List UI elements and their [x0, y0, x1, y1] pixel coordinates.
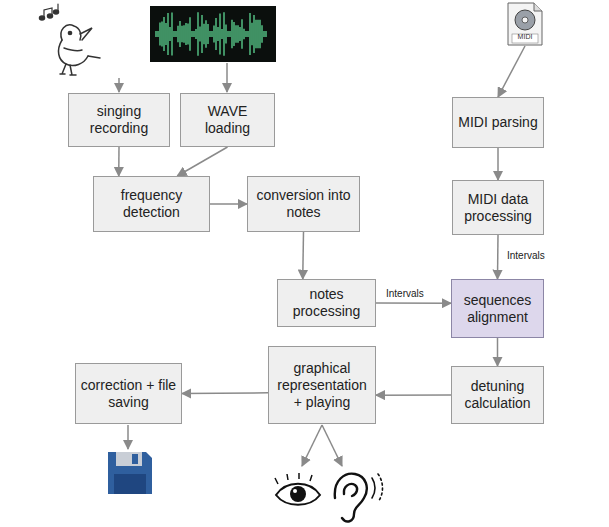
flow-arrow — [376, 302, 451, 304]
icon-arrow — [322, 425, 342, 466]
icon-arrow — [118, 78, 120, 92]
singing-bird — [40, 4, 101, 75]
flow-arrow — [210, 203, 247, 205]
box-label: MIDI parsing — [458, 114, 537, 131]
flow-arrow — [182, 392, 268, 394]
floppy-disk-icon — [108, 452, 152, 494]
file-label: MIDI — [518, 33, 533, 41]
ear-icon — [335, 474, 383, 522]
flow-arrow — [498, 46, 525, 97]
process-box: correction + file saving — [75, 363, 182, 424]
process-box: MIDI parsing — [452, 97, 544, 148]
flow-arrow — [497, 148, 499, 180]
box-label: correction + file saving — [80, 377, 177, 411]
process-box: frequency detection — [93, 176, 210, 232]
midi-file-icon: MIDI — [506, 2, 544, 46]
box-label: MIDI data processing — [457, 191, 539, 225]
box-label: detuning calculation — [456, 378, 539, 412]
edge-label: Intervals — [384, 288, 426, 300]
waveform-image — [150, 6, 276, 62]
flow-arrow — [497, 235, 499, 279]
flow-arrow — [302, 232, 304, 279]
box-label: graphical representation + playing — [273, 360, 371, 411]
process-box: WAVE loading — [180, 93, 275, 147]
box-label: sequences alignment — [456, 292, 539, 326]
process-box: notes processing — [277, 279, 376, 327]
flow-arrow — [376, 394, 451, 396]
edge-label: Intervals — [505, 250, 547, 262]
eye-icon — [275, 473, 320, 505]
flow-arrow — [177, 147, 227, 176]
icon-arrow — [127, 425, 129, 449]
box-label: frequency detection — [98, 187, 205, 221]
process-box: sequences alignment — [451, 279, 544, 338]
process-box: conversion into notes — [247, 176, 360, 232]
process-box: singing recording — [68, 93, 170, 147]
flow-arrow — [497, 338, 499, 366]
box-label: conversion into notes — [252, 187, 355, 221]
box-label: notes processing — [282, 286, 371, 320]
process-box: detuning calculation — [451, 366, 544, 424]
flow-arrow — [118, 147, 120, 176]
process-box: graphical representation + playing — [268, 346, 376, 424]
box-label: singing recording — [73, 103, 165, 137]
box-label: WAVE loading — [185, 103, 270, 137]
process-box: MIDI data processing — [452, 180, 544, 235]
icon-arrow — [302, 425, 322, 466]
icon-arrow — [226, 63, 228, 92]
